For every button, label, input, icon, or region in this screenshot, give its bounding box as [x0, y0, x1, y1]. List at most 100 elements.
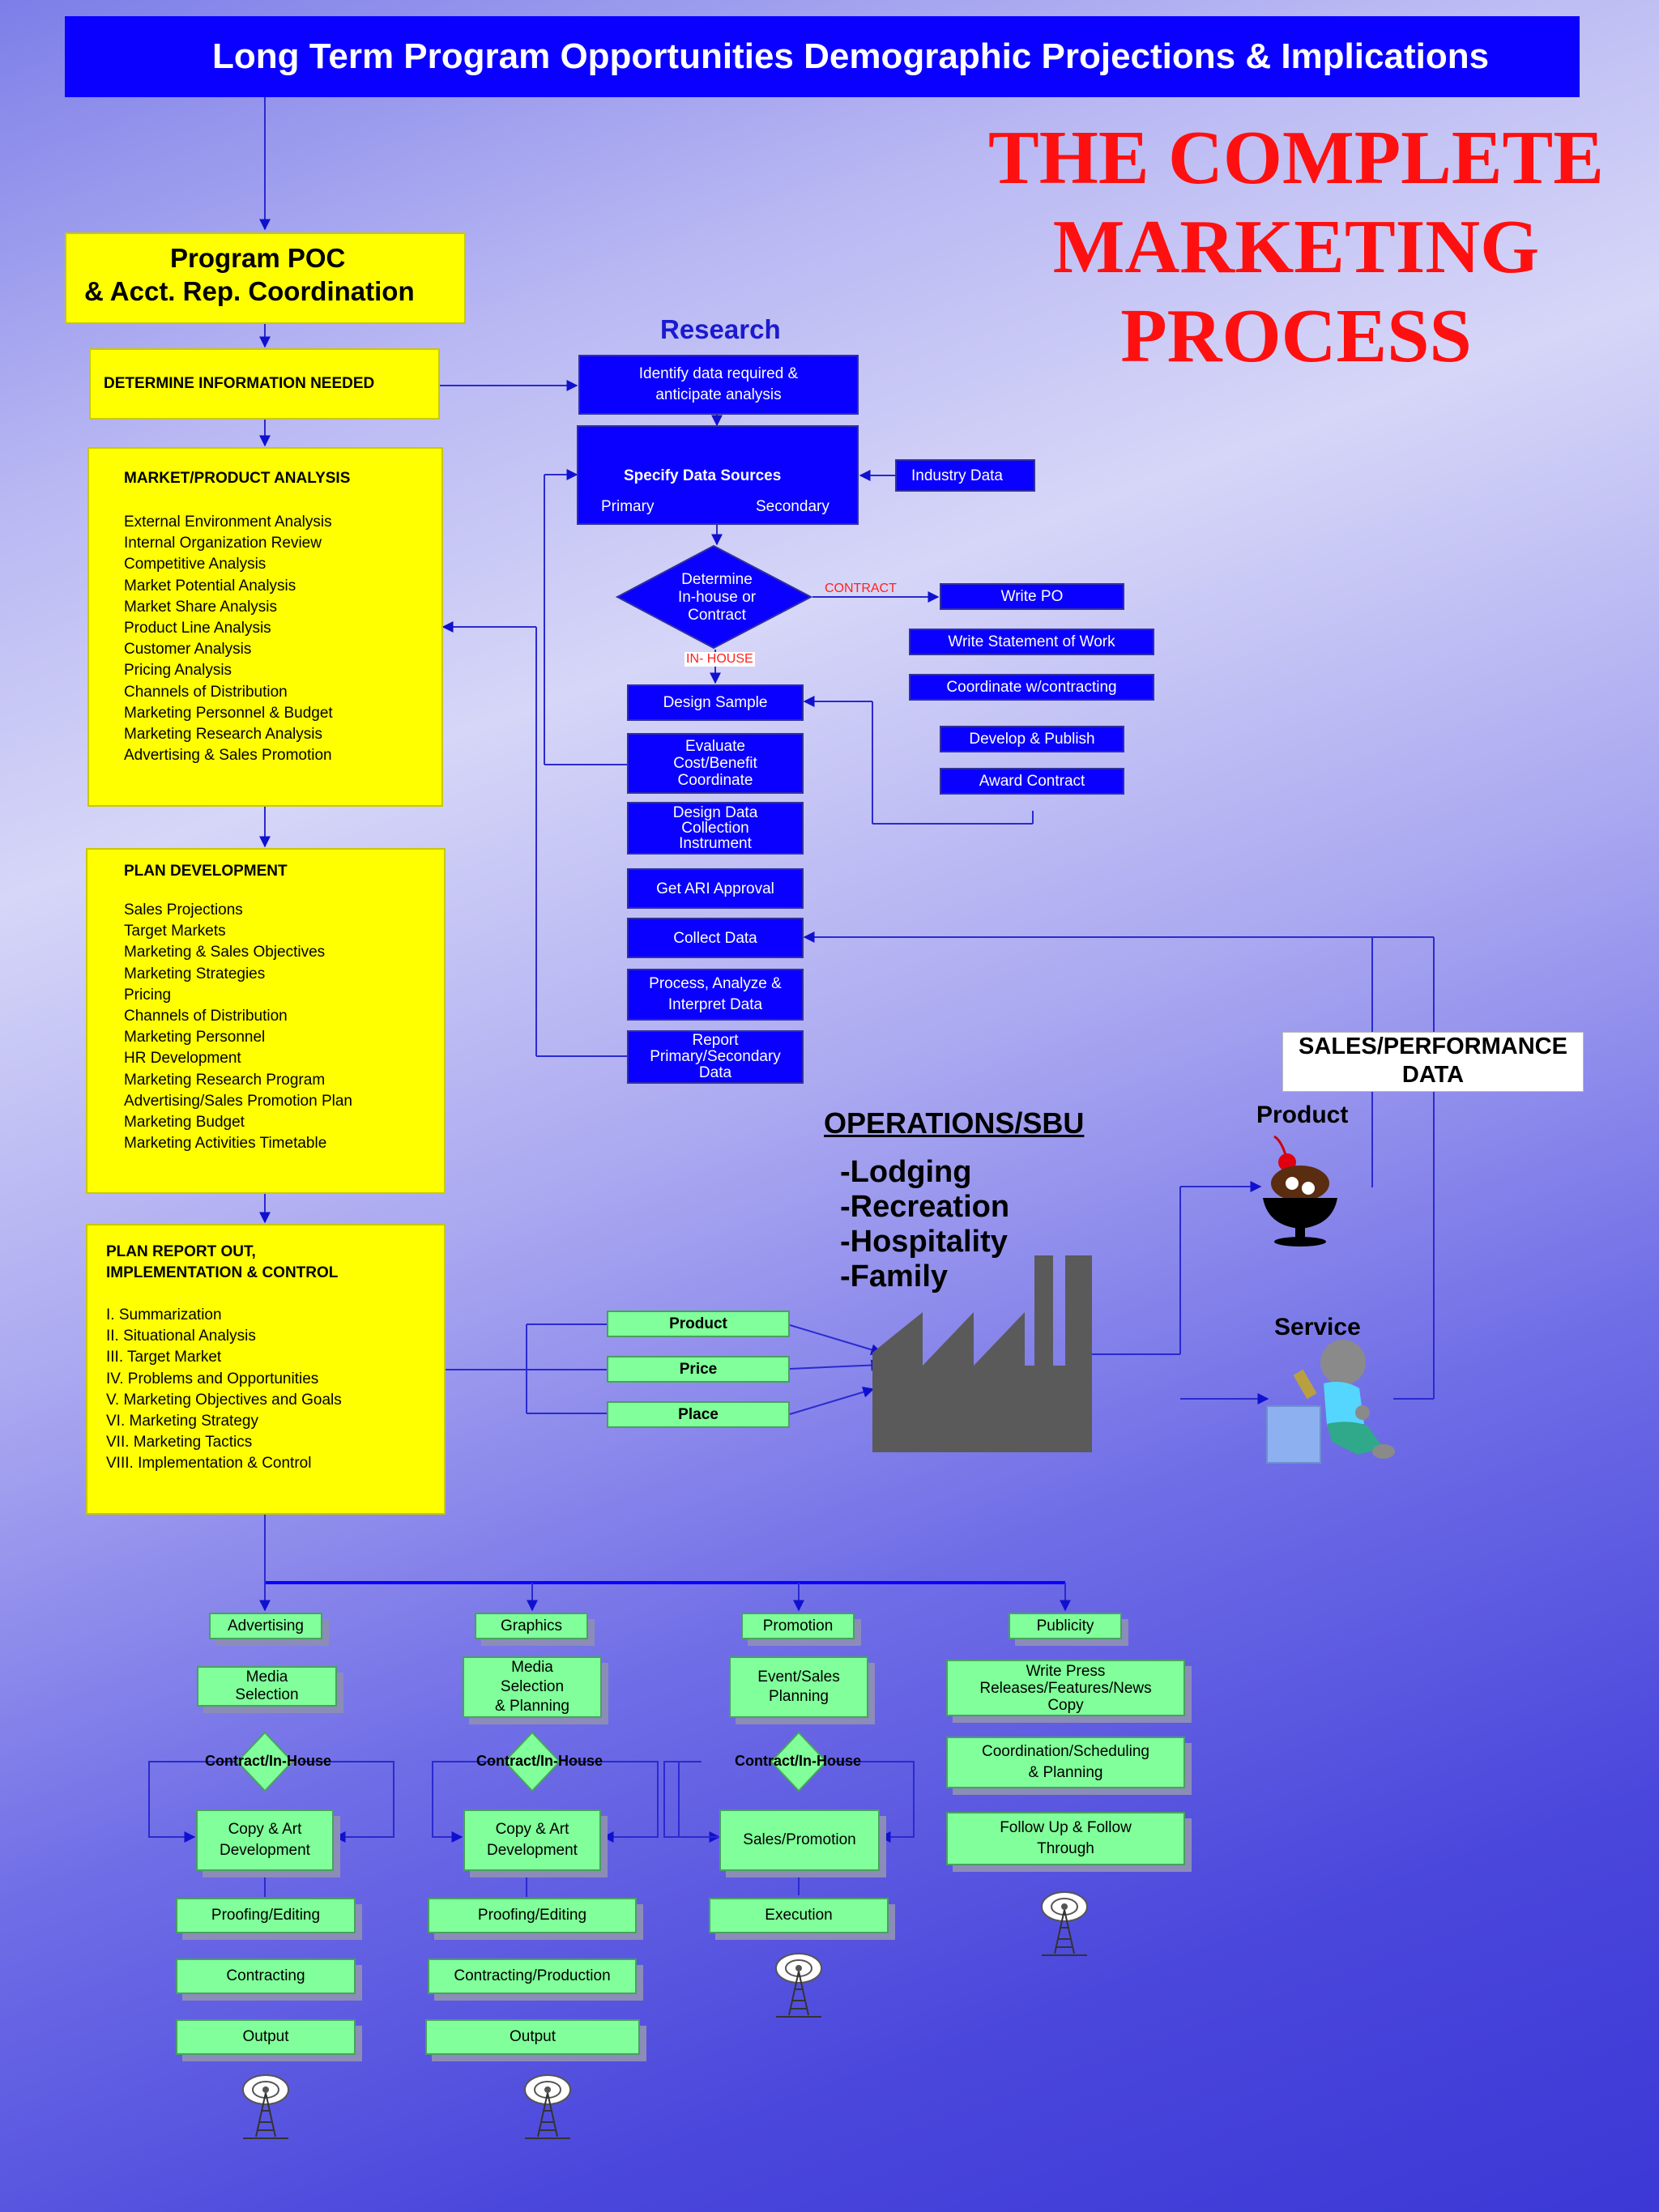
identify-data-box: Identify data required & anticipate anal… [578, 355, 859, 415]
graphics-contracting-box: Contracting/Production [428, 1958, 637, 1994]
box-line: Media [245, 1669, 288, 1686]
box-line: & Planning [1028, 1764, 1103, 1781]
determine-info-box: DETERMINE INFORMATION NEEDED [89, 348, 440, 420]
main-title-line: MARKETING [1052, 205, 1540, 289]
research-title: Research [660, 314, 781, 344]
list-item: HR Development [124, 1050, 241, 1068]
plan-development-heading: PLAN DEVELOPMENT [124, 863, 288, 880]
list-item: Pricing [124, 986, 172, 1004]
main-title: THE COMPLETE MARKETING PROCESS [956, 113, 1636, 381]
list-item: I. Summarization [106, 1306, 222, 1323]
list-item: Competitive Analysis [124, 556, 267, 573]
inhouse-label: IN- HOUSE [684, 652, 755, 667]
mix-price-box: Price [607, 1356, 790, 1383]
box-line: Coordination/Scheduling [981, 1743, 1150, 1760]
box-label: Advertising [228, 1617, 304, 1634]
box-line: Write Press [1026, 1662, 1106, 1680]
heading-line: IMPLEMENTATION & CONTROL [106, 1264, 339, 1281]
advertising-media-box: Media Selection [197, 1666, 337, 1707]
box-line: Selection [235, 1686, 299, 1703]
box-line: Process, Analyze & [649, 975, 782, 992]
plan-report-heading: PLAN REPORT OUT, IMPLEMENTATION & CONTRO… [106, 1242, 444, 1284]
box-label: Promotion [762, 1617, 834, 1634]
list-item: -Hospitality [840, 1225, 1008, 1259]
box-line: Evaluate [685, 738, 745, 755]
publicity-head: Publicity [1009, 1613, 1122, 1639]
box-label: Sales/Promotion [743, 1831, 856, 1848]
sales-performance-box: SALES/PERFORMANCE DATA [1282, 1032, 1584, 1092]
box-line: Selection [500, 1678, 565, 1695]
list-item: Marketing Strategies [124, 965, 266, 982]
box-line: Releases/Features/News [979, 1679, 1152, 1697]
collect-data-box: Collect Data [627, 918, 804, 958]
main-title-line: PROCESS [1120, 294, 1472, 378]
poc-line: Program POC [170, 243, 346, 273]
box-label: Write PO [1000, 588, 1064, 605]
publicity-followup-box: Follow Up & Follow Through [946, 1812, 1185, 1865]
promotion-execution-box: Execution [709, 1898, 889, 1933]
box-line: Development [220, 1842, 310, 1859]
industry-data-label: Industry Data [911, 467, 1003, 484]
box-label: Place [678, 1405, 719, 1423]
box-label: Develop & Publish [969, 731, 1095, 748]
list-item: Advertising/Sales Promotion Plan [124, 1092, 352, 1110]
box-line: Copy & Art [228, 1821, 302, 1838]
get-ari-approval-box: Get ARI Approval [627, 868, 804, 909]
list-item: -Recreation [840, 1190, 1010, 1224]
list-item: Pricing Analysis [124, 662, 232, 680]
list-item: Customer Analysis [124, 641, 252, 658]
list-item: Product Line Analysis [124, 620, 271, 637]
advertising-head: Advertising [209, 1613, 322, 1639]
list-item: External Environment Analysis [124, 514, 332, 531]
award-contract-box: Award Contract [940, 768, 1124, 795]
list-item: Channels of Distribution [124, 1008, 288, 1025]
box-line: Through [1037, 1840, 1094, 1857]
list-item: Marketing Research Analysis [124, 726, 322, 744]
list-item: III. Target Market [106, 1349, 222, 1366]
list-item: Market Potential Analysis [124, 577, 296, 595]
box-line: & Planning [495, 1698, 569, 1715]
list-item: V. Marketing Objectives and Goals [106, 1391, 342, 1409]
box-label: Contracting [226, 1967, 305, 1984]
box-line: Primary/Secondary [650, 1048, 781, 1065]
report-data-box: Report Primary/Secondary Data [627, 1030, 804, 1084]
list-item: Channels of Distribution [124, 683, 288, 701]
list-item: Sales Projections [124, 901, 243, 918]
list-item: Marketing Budget [124, 1114, 245, 1132]
box-label: Proofing/Editing [211, 1907, 321, 1924]
specify-secondary: Secondary [756, 498, 830, 515]
advertising-copy-box: Copy & Art Development [196, 1809, 334, 1871]
process-analyze-box: Process, Analyze & Interpret Data [627, 969, 804, 1021]
broadcast-tower-icon [1041, 1891, 1088, 1956]
plan-report-box: PLAN REPORT OUT, IMPLEMENTATION & CONTRO… [86, 1224, 446, 1515]
specify-primary: Primary [601, 498, 655, 515]
box-line: Planning [769, 1688, 829, 1705]
publicity-press-box: Write Press Releases/Features/News Copy [946, 1660, 1185, 1716]
main-title-line: THE COMPLETE [988, 116, 1604, 200]
list-item: VIII. Implementation & Control [106, 1455, 312, 1473]
graphics-copy-box: Copy & Art Development [463, 1809, 601, 1871]
advertising-output-box: Output [176, 2019, 356, 2055]
child-playing-icon [1266, 1340, 1395, 1464]
box-label: Award Contract [979, 773, 1085, 790]
graphics-head: Graphics [475, 1613, 588, 1639]
product-label: Product [1256, 1102, 1349, 1128]
contract-label: CONTRACT [825, 582, 897, 595]
advertising-proofing-box: Proofing/Editing [176, 1898, 356, 1933]
box-line: DATA [1401, 1062, 1465, 1088]
graphics-decision-label: Contract/In-House [476, 1753, 603, 1769]
write-sow-box: Write Statement of Work [909, 629, 1154, 655]
graphics-output-box: Output [425, 2019, 640, 2055]
box-label: Proofing/Editing [477, 1907, 587, 1924]
box-label: Contracting/Production [454, 1967, 611, 1984]
coordinate-contracting-box: Coordinate w/contracting [909, 674, 1154, 701]
box-label: Coordinate w/contracting [946, 679, 1117, 696]
sales-promotion-box: Sales/Promotion [719, 1809, 880, 1871]
market-analysis-heading: MARKET/PRODUCT ANALYSIS [124, 470, 351, 487]
list-item: II. Situational Analysis [106, 1328, 256, 1345]
box-line: Identify data required & [638, 365, 799, 382]
write-po-box: Write PO [940, 583, 1124, 610]
list-item: -Family [840, 1259, 949, 1294]
operations-list: -Lodging -Recreation -Hospitality -Famil… [840, 1155, 1009, 1294]
evaluate-box: Evaluate Cost/Benefit Coordinate [627, 733, 804, 794]
